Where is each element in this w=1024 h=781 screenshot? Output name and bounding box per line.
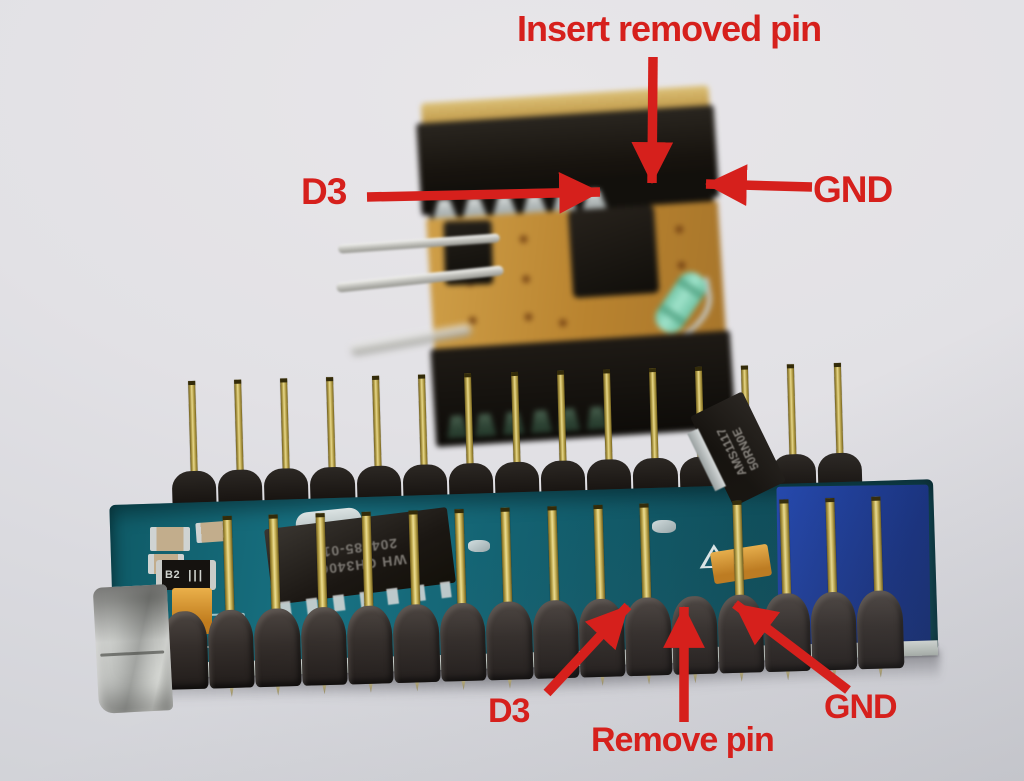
- pin-unit: [436, 506, 488, 682]
- header-pin-gold: [602, 369, 613, 466]
- label-remove-pin: Remove pin: [591, 721, 775, 759]
- header-pin-gold: [361, 511, 374, 612]
- label-d3-bottom: D3: [488, 692, 530, 730]
- pin-unit: [297, 511, 349, 686]
- pin-unit: [548, 178, 580, 214]
- pin-unit: [343, 509, 395, 685]
- header-pin-gold: [556, 370, 567, 467]
- header-pin-gold: [871, 496, 884, 597]
- pin-unit: [482, 505, 534, 681]
- header-pin-gold: [269, 514, 281, 615]
- pin-unit: [853, 494, 905, 670]
- pin-unit: [578, 176, 610, 212]
- pin-unit: [714, 498, 766, 674]
- pin-unit: [760, 497, 812, 673]
- socket-slot: [489, 189, 520, 215]
- header-pin-gold: [593, 504, 606, 606]
- header-pin-gold: [510, 371, 521, 469]
- header-pin-gold: [732, 500, 745, 601]
- header-pin-gold: [454, 508, 467, 610]
- header-pin-gold: [833, 362, 844, 460]
- smd-capacitor-tan: [150, 527, 190, 551]
- socket-slot: [429, 193, 460, 219]
- header-base-black: [578, 598, 626, 678]
- header-base-black: [439, 602, 487, 682]
- front-header-row: [158, 494, 905, 690]
- header-base-black: [624, 596, 673, 677]
- header-base-black: [346, 605, 395, 685]
- label-gnd-bottom: GND: [824, 688, 898, 726]
- diode-label: B2: [165, 569, 181, 581]
- header-pin-gold: [639, 503, 652, 604]
- header-base-black: [299, 606, 348, 686]
- header-pin-gold: [233, 379, 244, 476]
- pin-unit: [807, 495, 859, 671]
- socket-slot: [518, 188, 549, 214]
- header-base-black: [809, 591, 858, 671]
- pin-unit: [518, 180, 550, 216]
- header-pin-gold: [787, 364, 797, 461]
- regulator-marking: AMS1117 50RN0E: [714, 419, 762, 478]
- smd-diode: B2 |||: [156, 560, 216, 590]
- socket-slot: [548, 186, 579, 212]
- pin-unit: [621, 501, 673, 677]
- header-pin-gold: [648, 368, 659, 465]
- pin-unit: [389, 508, 441, 684]
- pin-unit: [428, 185, 460, 221]
- header-pin-gold: [222, 515, 235, 617]
- header-pin-gold: [326, 377, 336, 474]
- pin-unit: [667, 500, 719, 675]
- solder-blob: [652, 520, 676, 533]
- socket-slot: [578, 184, 609, 210]
- header-pin-gold: [825, 497, 838, 599]
- header-base-black: [253, 607, 302, 688]
- label-gnd-top: GND: [813, 169, 893, 210]
- header-pin-gold: [372, 375, 382, 472]
- header-base-black: [670, 595, 719, 675]
- label-d3-top: D3: [301, 171, 347, 212]
- pin-unit: [458, 183, 490, 219]
- pin-unit: [528, 504, 580, 679]
- header-pin-gold: [500, 507, 513, 608]
- header-base-black: [531, 599, 580, 679]
- mini-usb-connector: [92, 584, 174, 714]
- socket-slot: [459, 191, 490, 217]
- label-insert-removed-pin: Insert removed pin: [517, 8, 822, 49]
- header-base-black: [717, 594, 765, 674]
- header-base-black: [207, 609, 255, 689]
- header-pin-gold: [408, 510, 421, 611]
- solder-blob: [468, 540, 490, 552]
- header-pin-gold: [547, 506, 560, 607]
- header-base-black: [392, 603, 441, 684]
- diode-stripes: |||: [188, 568, 205, 582]
- arrow-gnd-top: [705, 164, 813, 207]
- header-base-black: [485, 601, 534, 681]
- header-pin-gold: [279, 378, 290, 475]
- pin-unit: [575, 502, 627, 678]
- header-pin-gold: [778, 499, 791, 600]
- pin-unit: [250, 512, 302, 688]
- header-pin-gold: [187, 380, 198, 478]
- header-pin-gold: [315, 513, 328, 614]
- pin-unit: [488, 181, 520, 217]
- header-pin-gold: [464, 373, 475, 470]
- header-pin-gold: [418, 374, 428, 471]
- header-base-black: [763, 592, 812, 673]
- pin-unit: [204, 513, 256, 689]
- header-base-black: [856, 590, 904, 670]
